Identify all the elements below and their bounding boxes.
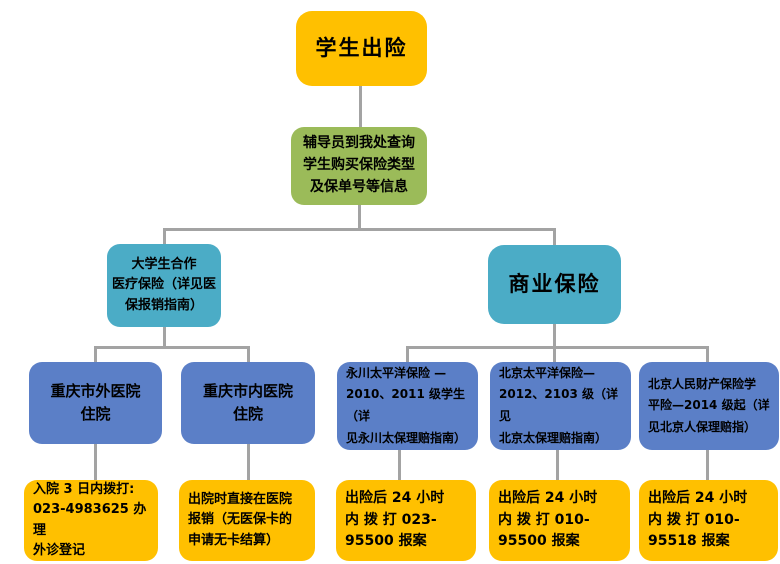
connector-drop-yongchuan <box>406 346 409 363</box>
node-hospital-inside-chongqing: 重庆市内医院 住院 <box>181 362 315 444</box>
connector-level2-horizontal <box>163 228 556 231</box>
connector-drop-commercial <box>553 228 556 246</box>
connector-yongchuan-action <box>398 449 401 481</box>
node-yongchuan-pacific-insurance: 永川太平洋保险 — 2010、2011 级学生（详 见永川太保理赔指南） <box>337 362 478 450</box>
connector-drop-coop <box>163 228 166 245</box>
connector-coop-horizontal <box>94 346 250 349</box>
node-action-report-010-95518: 出险后 24 小时 内 拨 打 010- 95518 报案 <box>639 480 778 561</box>
connector-drop-hospital-outside <box>94 346 97 363</box>
connector-drop-hospital-inside <box>247 346 250 363</box>
connector-drop-beijing-picc <box>706 346 709 363</box>
connector-hospital-inside-action <box>247 444 250 481</box>
connector-beijing-pacific-action <box>556 449 559 481</box>
connector-query-down <box>358 204 361 230</box>
node-action-report-023-95500: 出险后 24 小时 内 拨 打 023- 95500 报案 <box>336 480 476 561</box>
node-beijing-pacific-insurance: 北京太平洋保险— 2012、2103 级（详见 北京太保理赔指南） <box>490 362 631 450</box>
connector-drop-beijing-pacific <box>553 346 556 363</box>
node-action-discharge-reimburse: 出院时直接在医院 报销（无医保卡的 申请无卡结算） <box>179 480 315 561</box>
node-hospital-outside-chongqing: 重庆市外医院 住院 <box>29 362 162 444</box>
connector-coop-down <box>163 327 166 348</box>
node-counselor-query: 辅导员到我处查询 学生购买保险类型 及保单号等信息 <box>291 127 427 205</box>
node-student-accident: 学生出险 <box>296 11 427 86</box>
node-action-report-010-95500: 出险后 24 小时 内 拨 打 010- 95500 报案 <box>489 480 630 561</box>
connector-hospital-outside-action <box>94 444 97 481</box>
node-beijing-picc-insurance: 北京人民财产保险学 平险—2014 级起（详 见北京人保理赔指） <box>639 362 779 450</box>
connector-commercial-horizontal <box>406 346 709 349</box>
node-coop-medical-insurance: 大学生合作 医疗保险（详见医 保报销指南） <box>107 244 221 327</box>
node-action-admission-call: 入院 3 日内拨打: 023-4983625 办理 外诊登记 <box>24 480 158 561</box>
connector-root-to-query <box>359 85 362 128</box>
node-commercial-insurance: 商业保险 <box>488 245 621 324</box>
connector-commercial-down <box>553 324 556 349</box>
connector-beijing-picc-action <box>706 449 709 481</box>
